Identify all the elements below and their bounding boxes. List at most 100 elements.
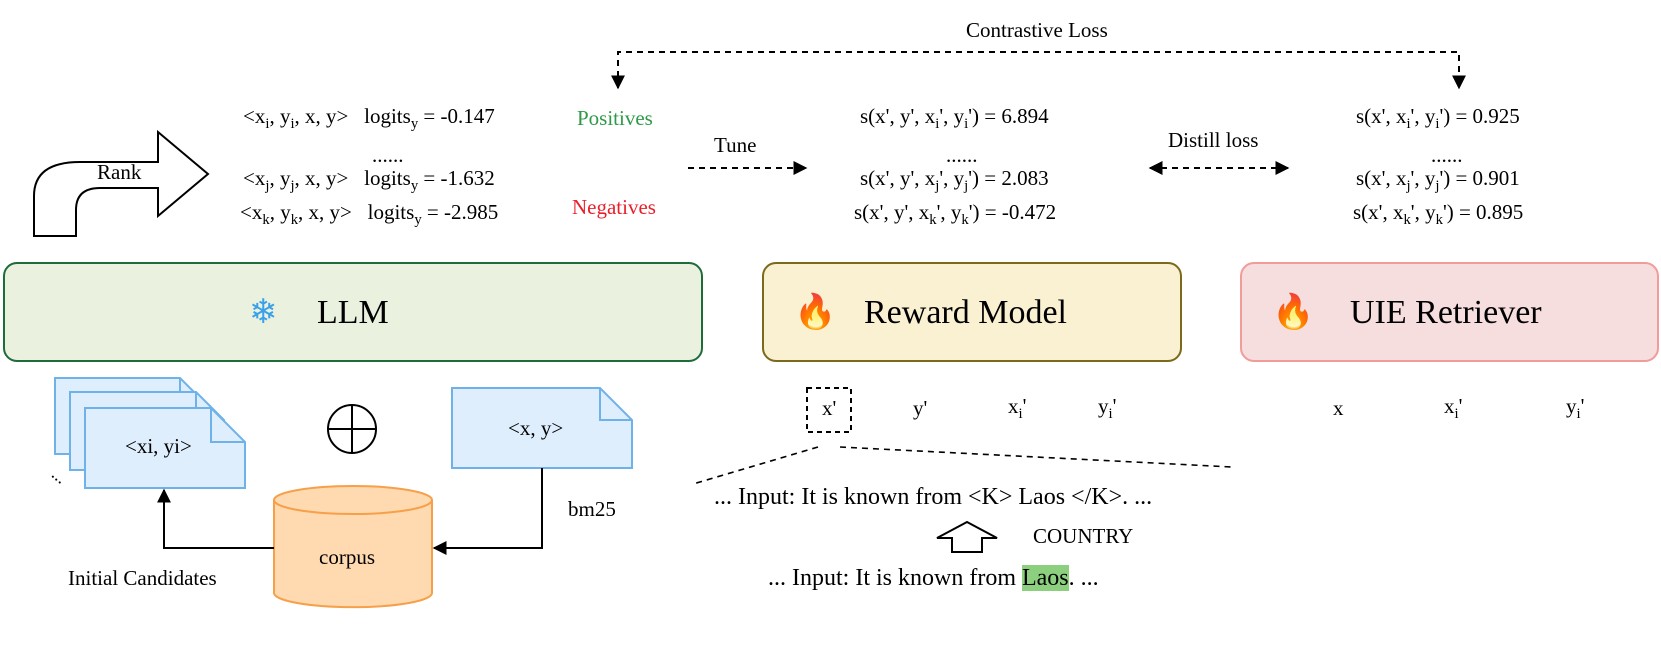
llm-title: LLM [317,294,389,331]
subscript: i [290,116,295,133]
text-part: <x [240,200,263,224]
snowflake-icon: ❄ [249,294,278,331]
llm-score-row: <xj, yj, x, y> logitsy = -1.632 [243,166,495,194]
uie-retriever-title: UIE Retriever [1350,294,1542,331]
corpus-cylinder [273,485,433,609]
logit-value: = -0.147 [418,104,495,128]
llm-score-row: <xk, yk, x, y> logitsy = -2.985 [240,200,498,228]
text-part: ') = 6.894 [968,104,1049,128]
uie-retriever-box: 🔥 UIE Retriever [1240,262,1659,362]
contrastive-loss-label: Contrastive Loss [966,18,1108,42]
text-part: ', y [936,200,962,224]
logit-subscript: y [410,178,419,195]
reward-score-row: s(x', y', xj', yj') = 2.083 [860,166,1049,194]
subscript: k [961,212,969,229]
rank-arrow-shape [33,129,210,237]
logit-prefix: logits [367,200,415,224]
zoom-line-right [839,446,1233,468]
llm-score-row: <xi, yi, x, y> logitsy = -0.147 [243,104,495,132]
reward-input-y: y' [913,396,928,420]
country-label: COUNTRY [1033,524,1134,548]
reward-score-row: s(x', y', xi', yi') = 6.894 [860,104,1049,132]
subscript: k [262,212,270,229]
marked-input-text: ... Input: It is known from <K> Laos </K… [714,484,1153,510]
x-prime-highlight-box [806,387,852,433]
text-part: ', y [939,104,965,128]
plain-input-text: ... Input: It is known from Laos. ... [768,565,1099,591]
reward-score-row: s(x', y', xk', yk') = -0.472 [854,200,1057,228]
rank-label: Rank [97,160,142,184]
subscript: k [290,212,299,229]
text-part: ') = 0.925 [1439,104,1520,128]
reward-input-xi: xi' [1008,394,1027,423]
negatives-label: Negatives [572,195,656,219]
stack-doc-label: <xi, yi> [125,434,192,458]
gap [348,104,364,128]
upward-hollow-arrow [936,520,998,553]
subscript: i [935,116,940,133]
query-doc [451,387,633,469]
uie-score-row: s(x', xk', yk') = 0.895 [1353,200,1524,228]
stack-dots: ... [48,464,71,488]
text-part: ') = 0.895 [1442,200,1524,224]
uie-input-xi: xi' [1444,394,1463,423]
text-part: s(x', x [1356,104,1407,128]
text-part: s(x', y', x [854,200,930,224]
query-doc-label: <x, y> [508,416,564,440]
text-part: ', y [1410,166,1436,190]
reward-input-x: x' [822,396,837,420]
uie-input-yi: yi' [1566,394,1585,423]
subscript: j [964,178,969,195]
reward-input-yi: yi' [1098,394,1117,423]
text-part: , y [269,166,291,190]
subscript: j [935,178,940,195]
text-part: s(x', x [1356,166,1407,190]
corpus-label: corpus [319,545,375,569]
text-part: , y [269,200,291,224]
fire-icon: 🔥 [794,294,837,331]
reward-model-title: Reward Model [864,294,1068,331]
distill-loss-label: Distill loss [1168,128,1259,152]
gap [352,200,368,224]
text-part: ', y [1410,104,1436,128]
logit-subscript: y [410,116,419,133]
text-part: ') = -0.472 [968,200,1057,224]
text-part: s(x', x [1353,200,1404,224]
text-part: s(x', y', x [860,166,936,190]
reward-score-dots: ...... [946,143,978,167]
uie-input-x: x [1333,396,1344,420]
text-part: s(x', y', x [860,104,936,128]
llm-score-dots: ...... [372,143,404,167]
logit-value: = -1.632 [418,166,495,190]
bm25-label: bm25 [568,497,616,521]
uie-score-row: s(x', xj', yj') = 0.901 [1356,166,1520,194]
gap [348,166,364,190]
positives-label: Positives [577,106,653,130]
logit-prefix: logits [364,166,411,190]
subscript: k [929,212,937,229]
text-part: , y [269,104,291,128]
tune-label: Tune [714,133,757,157]
initial-candidates-arrow [157,488,274,549]
oplus-symbol [327,404,377,454]
uie-score-dots: ...... [1431,143,1463,167]
llm-box: ❄ LLM [3,262,703,362]
logit-prefix: logits [364,104,411,128]
subscript: i [1435,116,1440,133]
subscript: i [964,116,969,133]
zoom-line-left [692,446,819,485]
text-part: , x, y> [294,166,349,190]
text-part: ', y [939,166,965,190]
text-part: ', y [1410,200,1436,224]
text-part: ') = 0.901 [1439,166,1520,190]
logit-subscript: y [414,212,422,229]
subscript: j [1406,178,1411,195]
uie-score-row: s(x', xi', yi') = 0.925 [1356,104,1520,132]
subscript: j [290,178,295,195]
fire-icon: 🔥 [1272,294,1315,331]
subscript: i [265,116,270,133]
subscript: i [1406,116,1411,133]
subscript: k [1435,212,1443,229]
